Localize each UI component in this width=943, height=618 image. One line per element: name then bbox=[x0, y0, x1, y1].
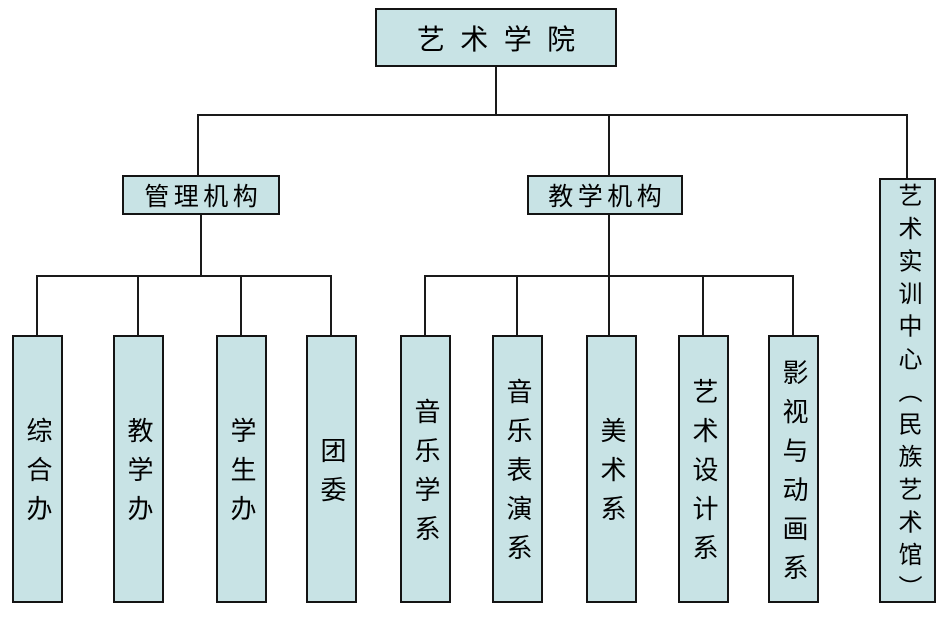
connector-drop-film-animation bbox=[792, 275, 794, 335]
leaf-node-musicology-label: 音乐学系 bbox=[411, 397, 440, 554]
leaf-node-art-design-label: 艺术设计系 bbox=[689, 378, 718, 573]
leaf-node-student-office: 学生办 bbox=[216, 335, 267, 603]
leaf-node-youth-league-label: 团委 bbox=[317, 436, 346, 515]
node-teaching: 教学机构 bbox=[527, 175, 683, 215]
connector-drop-musicology bbox=[424, 275, 426, 335]
connector-drop-general-office bbox=[36, 275, 38, 335]
connector-drop-art-design bbox=[702, 275, 704, 335]
leaf-node-music-performance-label: 音乐表演系 bbox=[503, 378, 532, 573]
connector-drop-fine-arts bbox=[608, 275, 610, 335]
connector-management-stem bbox=[200, 215, 202, 277]
leaf-node-fine-arts-label: 美术系 bbox=[597, 417, 626, 534]
leaf-node-fine-arts: 美术系 bbox=[586, 335, 637, 603]
connector-drop-youth-league bbox=[330, 275, 332, 335]
node-teaching-label: 教学机构 bbox=[548, 184, 667, 211]
leaf-node-student-office-label: 学生办 bbox=[227, 417, 256, 534]
node-training-center: 艺术实训中心（民族艺术馆） bbox=[879, 178, 936, 607]
leaf-node-art-design: 艺术设计系 bbox=[678, 335, 729, 603]
node-training-center-label: 艺术实训中心（民族艺术馆） bbox=[894, 182, 920, 607]
node-management: 管理机构 bbox=[122, 175, 280, 215]
node-art-college-label: 艺术学院 bbox=[416, 24, 591, 56]
connector-teaching-drop bbox=[608, 114, 610, 175]
connector-drop-teaching-office bbox=[137, 275, 139, 335]
leaf-node-film-animation-label: 影视与动画系 bbox=[779, 358, 808, 593]
leaf-node-musicology: 音乐学系 bbox=[400, 335, 451, 603]
connector-training-drop bbox=[906, 114, 908, 178]
leaf-node-youth-league: 团委 bbox=[306, 335, 357, 603]
connector-management-bus bbox=[36, 275, 332, 277]
connector-teaching-stem bbox=[608, 215, 610, 277]
leaf-node-general-office-label: 综合办 bbox=[23, 417, 52, 534]
leaf-node-music-performance: 音乐表演系 bbox=[492, 335, 543, 603]
connector-drop-student-office bbox=[240, 275, 242, 335]
leaf-node-film-animation: 影视与动画系 bbox=[768, 335, 819, 603]
leaf-node-teaching-office-label: 教学办 bbox=[124, 417, 153, 534]
connector-management-drop bbox=[197, 114, 199, 175]
connector-root-drop bbox=[495, 67, 497, 116]
connector-drop-music-performance bbox=[516, 275, 518, 335]
connector-level1-bus bbox=[197, 114, 908, 116]
node-management-label: 管理机构 bbox=[144, 184, 263, 211]
leaf-node-general-office: 综合办 bbox=[12, 335, 63, 603]
node-art-college: 艺术学院 bbox=[375, 8, 617, 67]
leaf-node-teaching-office: 教学办 bbox=[113, 335, 164, 603]
